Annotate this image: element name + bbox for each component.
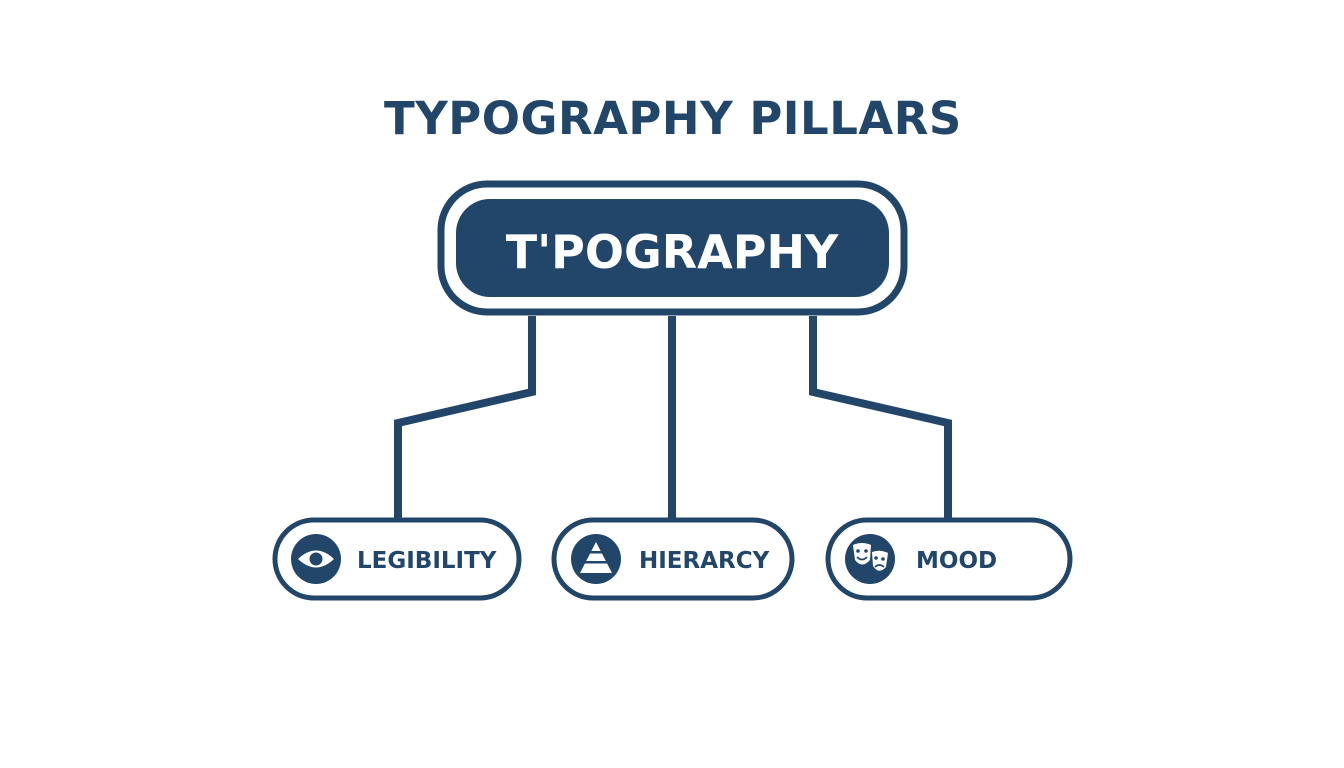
child-node-hierarcy: HIERARCY xyxy=(551,517,795,601)
root-node-label: T'POGRAPHY xyxy=(506,225,839,279)
child-node-label: HIERARCY xyxy=(639,548,770,574)
child-node-label: MOOD xyxy=(916,548,997,574)
diagram-title: TYPOGRAPHY PILLARS xyxy=(384,92,962,145)
child-node-frame xyxy=(825,517,1073,601)
pyramid-icon xyxy=(571,534,621,584)
root-node-inner xyxy=(456,199,889,297)
child-node-legibility: LEGIBILITY xyxy=(272,517,522,601)
child-node-mood: MOOD xyxy=(825,517,1073,601)
child-node-frame xyxy=(272,517,522,601)
eye-icon xyxy=(291,534,341,584)
child-node-label: LEGIBILITY xyxy=(357,548,497,574)
connectors xyxy=(394,316,952,520)
theater-masks-icon xyxy=(845,534,895,584)
child-node-frame xyxy=(551,517,795,601)
connector-mood xyxy=(809,316,952,520)
root-node: T'POGRAPHY xyxy=(437,180,908,316)
connector-legibility xyxy=(394,316,536,520)
